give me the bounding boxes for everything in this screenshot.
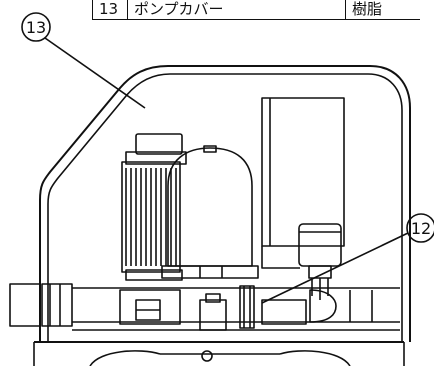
motor <box>121 133 187 281</box>
callout-12-circle <box>406 213 434 243</box>
callout-12 <box>261 213 434 304</box>
parts-table-row: 13 ポンプカバー 樹脂 <box>92 0 420 20</box>
pump-base <box>9 283 400 331</box>
part-name-cell: ポンプカバー <box>127 0 346 20</box>
controller-box <box>261 97 345 269</box>
callout-13-label: 13 <box>26 18 46 37</box>
callout-13-leader <box>44 37 146 109</box>
callout-13-circle <box>21 12 51 42</box>
pressure-tank <box>298 223 342 300</box>
callout-13 <box>21 12 146 109</box>
part-material-cell: 樹脂 <box>345 0 420 20</box>
pump-cover-inner <box>47 73 403 342</box>
pump-base-frame <box>33 341 405 366</box>
part-number-cell: 13 <box>92 0 128 20</box>
parts-table: 13 ポンプカバー 樹脂 <box>92 0 420 20</box>
motor-housing <box>161 145 259 279</box>
callout-12-leader <box>261 232 409 304</box>
callout-12-label: 12 <box>411 219 431 238</box>
pump-cover-outline <box>39 65 411 342</box>
